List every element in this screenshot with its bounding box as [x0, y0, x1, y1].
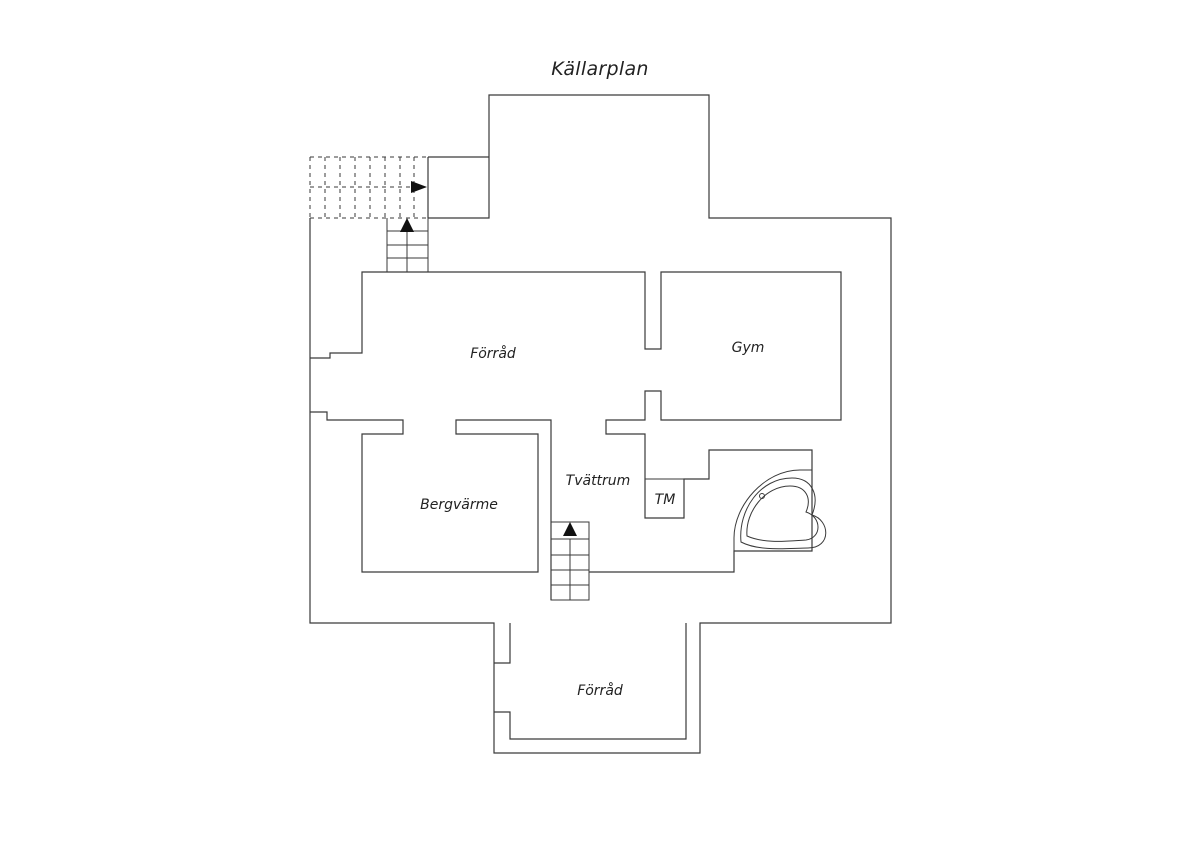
- drain-icon: [759, 493, 765, 499]
- plan-title: Källarplan: [551, 58, 649, 80]
- room-label-tvattrum: Tvättrum: [566, 473, 631, 489]
- forrad-main-walls: [310, 271, 842, 573]
- room-label-forrad-main: Förråd: [470, 345, 516, 362]
- corner-bathtub: [733, 469, 827, 551]
- outdoor-steps: [309, 156, 428, 219]
- internal-wall-left: [310, 411, 552, 600]
- room-label-gym: Gym: [732, 340, 765, 356]
- room-label-tm: TM: [655, 492, 676, 508]
- arrow-up-icon: [400, 218, 414, 232]
- outer-wall: [309, 94, 892, 754]
- arrow-up-icon: [563, 522, 577, 536]
- room-label-forrad-lower: Förråd: [577, 682, 623, 699]
- room-label-bergvarme: Bergvärme: [420, 497, 498, 513]
- upper-staircase: [386, 218, 429, 273]
- entrance-annex: [427, 156, 489, 218]
- lower-staircase: [550, 521, 590, 601]
- arrow-right-icon: [411, 181, 427, 193]
- forrad-lower-walls: [494, 623, 687, 740]
